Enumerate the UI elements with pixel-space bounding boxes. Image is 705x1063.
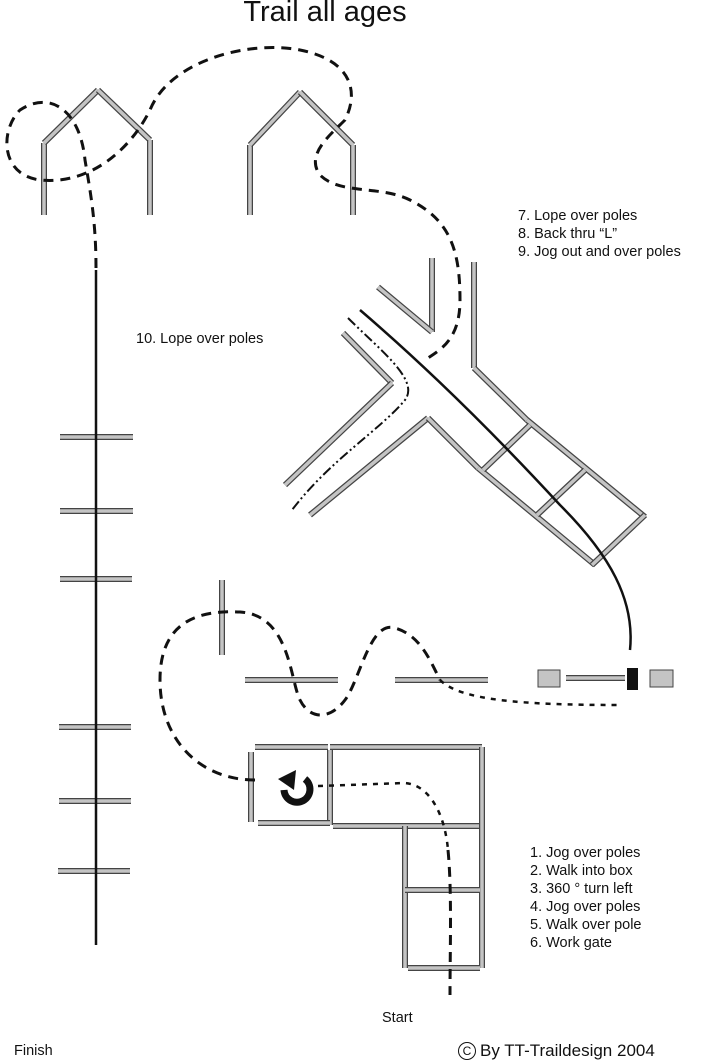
gate-latch (627, 668, 638, 690)
pole (308, 416, 430, 517)
finish-label: Finish (14, 1043, 53, 1059)
pole (525, 418, 647, 519)
turn-left-icon (278, 770, 314, 806)
instruction-6: 6. Work gate (530, 935, 612, 951)
instruction-8: 8. Back thru “L” (518, 226, 618, 242)
start-label: Start (382, 1010, 413, 1026)
pole (376, 285, 434, 334)
dotted-path-gate (439, 679, 621, 707)
dashed-path-middle (158, 610, 442, 782)
dotted-path-box (317, 781, 450, 851)
instructions-upper: 7. Lope over poles 8. Back thru “L” 9. J… (518, 207, 681, 261)
pole (472, 366, 529, 422)
instruction-3: 3. 360 ° turn left (530, 881, 633, 897)
pole (248, 90, 302, 147)
dashed-path-top (5, 46, 462, 362)
instruction-9: 9. Jog out and over poles (518, 244, 681, 260)
copyright-icon: C (458, 1042, 476, 1060)
copyright-text: By TT-Traildesign 2004 (480, 1041, 655, 1060)
pole (96, 88, 152, 142)
instruction-1: 1. Jog over poles (530, 845, 641, 861)
dash-dot-path (291, 317, 410, 511)
pole (283, 381, 394, 487)
instruction-4: 4. Jog over poles (530, 899, 641, 915)
instructions-lower: 1. Jog over poles 2. Walk into box 3. 36… (530, 844, 641, 952)
pole (476, 466, 597, 567)
pole (426, 416, 480, 470)
instruction-5: 5. Walk over pole (530, 917, 642, 933)
pole (535, 468, 587, 517)
gate-post-left (537, 669, 561, 688)
instruction-7: 7. Lope over poles (518, 208, 638, 224)
instruction-2: 2. Walk into box (530, 863, 633, 879)
pole (590, 513, 647, 567)
page-title: Trail all ages (243, 0, 407, 28)
pole (341, 331, 394, 385)
instruction-10: 10. Lope over poles (136, 331, 264, 347)
poles (41, 87, 648, 971)
gate-post-right (649, 669, 674, 688)
dashed-path-start (446, 849, 452, 996)
copyright: C By TT-Traildesign 2004 (458, 1041, 655, 1061)
pole (298, 90, 355, 147)
back-path (359, 309, 632, 651)
